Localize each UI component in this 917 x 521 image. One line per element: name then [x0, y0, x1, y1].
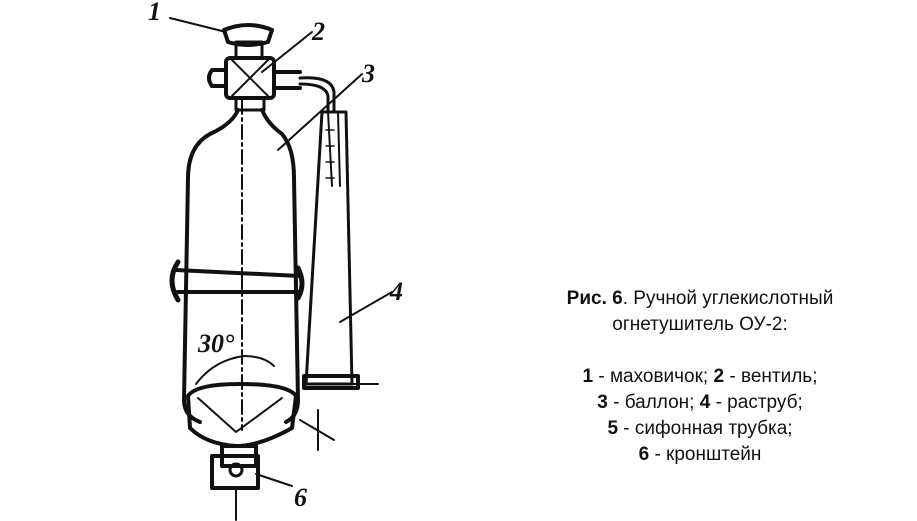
caption-item: 1 - маховичок; 2 - вентиль; [500, 364, 900, 390]
caption-item-text: - баллон; [607, 392, 700, 413]
caption-item-text: - вентиль; [724, 366, 818, 387]
caption-item-text: - кронштейн [649, 444, 762, 465]
angle-arc [195, 355, 275, 385]
label-bracket: 6 [294, 483, 307, 512]
horn [302, 110, 360, 390]
caption-item-number: 1 [582, 366, 594, 387]
label-handwheel: 1 [148, 0, 161, 26]
caption-item-number: 3 [597, 392, 608, 413]
caption-item-text: - сифонная трубка; [618, 418, 793, 439]
label-horn: 4 [389, 277, 403, 306]
caption-item-text: - раструб; [710, 392, 803, 413]
label-valve: 2 [311, 17, 325, 46]
caption-item: 6 - кронштейн [500, 442, 900, 468]
carry-handle [169, 259, 305, 303]
caption-item: 5 - сифонная трубка; [500, 416, 900, 442]
caption-item-number: 5 [607, 418, 619, 439]
caption-item-text: - маховичок; [593, 366, 714, 387]
valve [207, 56, 302, 112]
figure-caption: Рис. 6. Ручной углекислотный огнетушител… [500, 286, 900, 468]
handwheel [222, 23, 274, 60]
caption-item-number: 4 [699, 392, 711, 413]
label-cylinder: 3 [361, 59, 375, 88]
label-angle: 30° [197, 329, 235, 358]
caption-item-number: 6 [638, 444, 650, 465]
caption-item: 3 - баллон; 4 - раструб; [500, 390, 900, 416]
caption-fig-title-line2: огнетушитель ОУ-2: [612, 314, 788, 335]
caption-fig-label: Рис. 6 [566, 288, 623, 309]
caption-fig-title: . Ручной углекислотный [622, 288, 834, 309]
hose [298, 76, 336, 114]
caption-item-number: 2 [713, 366, 725, 387]
bracket [186, 382, 298, 521]
caption-title: Рис. 6. Ручной углекислотный огнетушител… [500, 286, 900, 338]
